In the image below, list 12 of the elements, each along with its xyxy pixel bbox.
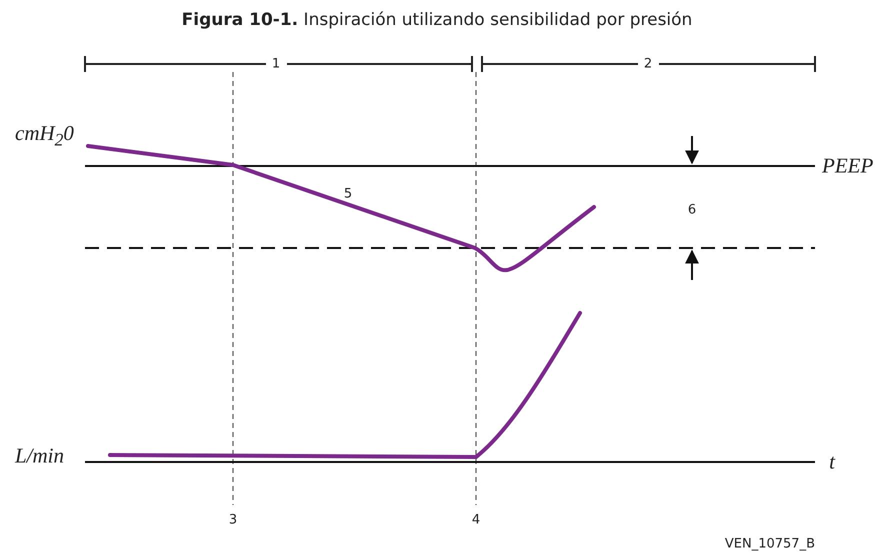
axis-label: t [829,452,835,472]
figure-code: VEN_10757_B [724,538,815,550]
axis-label: cmH$_{2}$0 [15,123,74,149]
dimension-label: 2 [644,58,652,70]
callout-number: 3 [228,514,238,526]
dimension-label: 1 [272,58,280,70]
axis-label: L/min [15,446,64,466]
callout-number: 5 [344,188,352,200]
callout-number: 4 [472,514,480,526]
axis-label: PEEP [822,156,874,176]
callout-number: 6 [688,204,696,216]
figure-title: Figura 10-1. Inspiración utilizando sensibilidad por presión [182,12,692,29]
